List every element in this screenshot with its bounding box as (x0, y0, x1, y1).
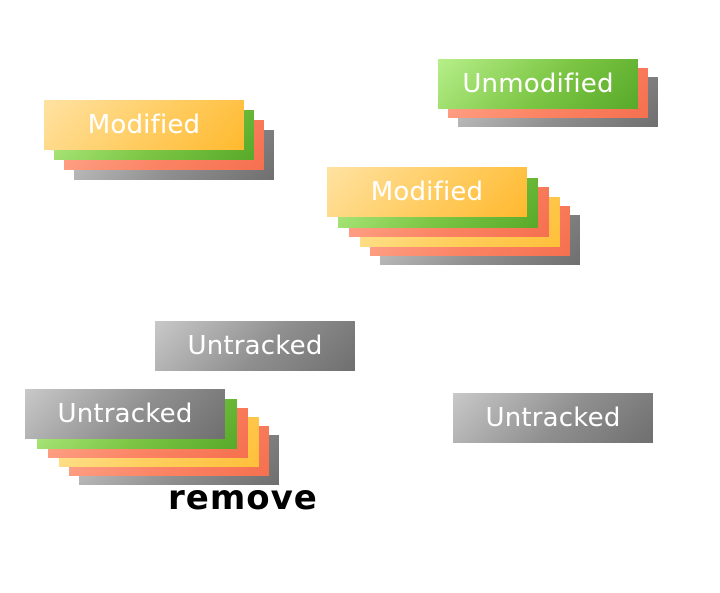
untracked-stack: Untracked (25, 389, 305, 509)
untracked-card: Untracked (155, 321, 355, 371)
modified-stack-1: Modified (44, 100, 324, 220)
card-label: Untracked (485, 403, 621, 433)
unmodified-stack: Unmodified (438, 59, 718, 179)
card-label: Unmodified (462, 69, 614, 99)
modified-card: Modified (44, 100, 244, 150)
untracked-card: Untracked (453, 393, 653, 443)
card-label: Modified (370, 177, 484, 207)
modified-card: Modified (327, 167, 527, 217)
unmodified-card: Unmodified (438, 59, 638, 109)
card-label: Modified (87, 110, 201, 140)
remove-annotation: remove (168, 478, 318, 518)
card-label: Untracked (187, 331, 323, 361)
modified-stack-2: Modified (327, 167, 607, 287)
untracked-card: Untracked (25, 389, 225, 439)
card-label: Untracked (57, 399, 193, 429)
